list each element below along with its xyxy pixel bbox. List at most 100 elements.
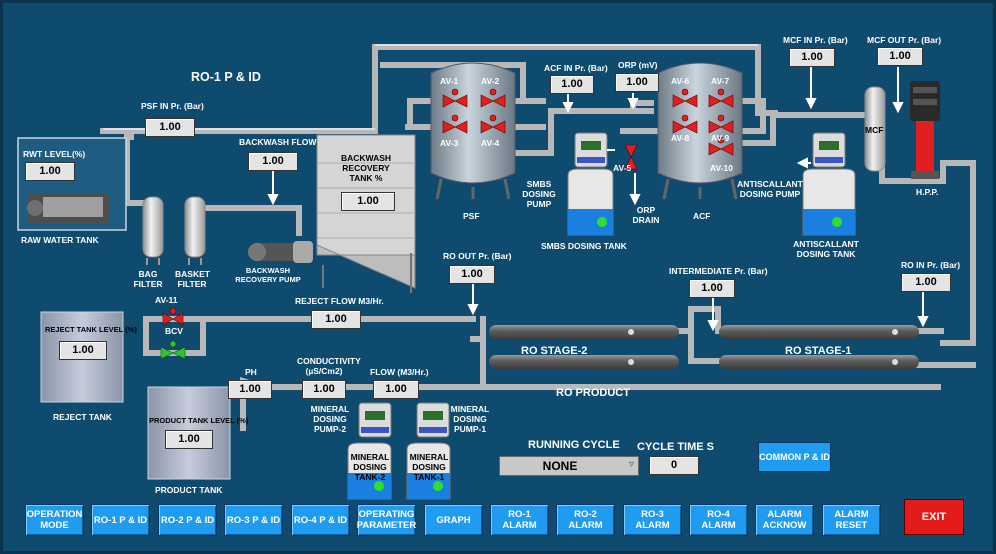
acf-label: ACF [693, 211, 711, 221]
ph-label: PH [245, 367, 257, 377]
page-title: RO-1 P & ID [191, 70, 261, 84]
cycle-time-label: CYCLE TIME S [637, 441, 715, 453]
smbs-dosing-pump-icon [574, 132, 608, 168]
running-cycle-dropdown[interactable]: NONE ▿ [499, 456, 639, 476]
ro-out-label: RO OUT Pr. (Bar) [443, 251, 512, 261]
chevron-down-icon: ▿ [628, 459, 634, 470]
exit-button[interactable]: EXIT [904, 499, 964, 535]
flow-label: FLOW (M3/Hr.) [370, 367, 429, 377]
nav-ro3-alarm-button[interactable]: RO-3 ALARM [623, 504, 682, 536]
intermediate-value: 1.00 [689, 279, 735, 298]
smbs-dosing-tank-icon [567, 168, 614, 236]
orp-drain-label: ORP DRAIN [632, 205, 660, 225]
hpp-icon [910, 81, 940, 179]
antiscalant-dosing-pump-icon [812, 132, 846, 168]
mcf-icon [864, 86, 886, 172]
backwash-recovery-tank-icon [316, 134, 416, 293]
mcf-out-label: MCF OUT Pr. (Bar) [867, 35, 942, 45]
ro-in-label: RO IN Pr. (Bar) [901, 260, 961, 270]
reject-flow-label: REJECT FLOW M3/Hr. [295, 296, 384, 306]
nav-ro1-alarm-button[interactable]: RO-1 ALARM [490, 504, 549, 536]
mineral-dosing-pump-1-icon [416, 402, 450, 438]
mcf-in-value: 1.00 [789, 48, 835, 67]
mcf-out-value: 1.00 [877, 47, 923, 66]
basket-filter-icon [184, 196, 206, 258]
bag-filter-label: BAG FILTER [133, 269, 163, 289]
product-tank-level-label: PRODUCT TANK LEVEL (%) [149, 416, 249, 425]
nav-operating-parameter-button[interactable]: OPERATING PARAMETER [357, 504, 416, 536]
nav-graph-button[interactable]: GRAPH [424, 504, 483, 536]
backwash-flow-label: BACKWASH FLOW [239, 137, 317, 147]
orp-label: ORP (mV) [618, 60, 658, 70]
backwash-tank-label: BACKWASH RECOVERY TANK % [340, 153, 392, 183]
valve-av11-label: AV-11 [155, 295, 178, 305]
nav-ro1-pid-button[interactable]: RO-1 P & ID [91, 504, 150, 536]
rwt-level-value: 1.00 [25, 162, 75, 181]
cycle-time-value: 0 [649, 456, 699, 475]
instrument-arrows [267, 67, 929, 332]
mineral-tank-2-label: MINERAL DOSING TANK-2 [350, 452, 390, 482]
mcf-label: MCF [865, 125, 884, 135]
mineral-pump-2-label: MINERAL DOSING PUMP-2 [310, 404, 350, 434]
acf-in-value: 1.00 [550, 75, 594, 94]
valve-av5-label: AV-5 [613, 163, 632, 173]
valve-av9-label: AV-9 [711, 133, 730, 143]
hpp-label: H.P.P. [916, 187, 939, 197]
mineral-tank-1-label: MINERAL DOSING TANK-1 [409, 452, 449, 482]
reject-flow-value: 1.00 [311, 310, 361, 329]
antiscalant-pump-label: ANTISCALLANT DOSING PUMP [737, 179, 803, 199]
nav-ro2-alarm-button[interactable]: RO-2 ALARM [556, 504, 615, 536]
running-cycle-label: RUNNING CYCLE [528, 439, 620, 451]
ro-out-value: 1.00 [449, 265, 495, 284]
valve-av10-label: AV-10 [710, 163, 733, 173]
ro-stage-2-label: RO STAGE-2 [521, 345, 588, 357]
valve-av4-label: AV-4 [481, 138, 500, 148]
nav-alarm-acknow-button[interactable]: ALARM ACKNOW [755, 504, 814, 536]
valve-av6-label: AV-6 [671, 76, 690, 86]
psf-in-value: 1.00 [145, 118, 195, 137]
nav-ro2-pid-button[interactable]: RO-2 P & ID [158, 504, 217, 536]
ro-product-label: RO PRODUCT [556, 387, 630, 399]
pipe-network [100, 44, 976, 431]
smbs-tank-label: SMBS DOSING TANK [541, 241, 627, 251]
mcf-in-label: MCF IN Pr. (Bar) [783, 35, 848, 45]
psf-in-label: PSF IN Pr. (Bar) [141, 101, 204, 111]
valve-av8-label: AV-8 [671, 133, 690, 143]
smbs-pump-label: SMBS DOSING PUMP [522, 179, 556, 209]
reject-tank-level-value: 1.00 [59, 341, 107, 360]
bag-filter-icon [142, 196, 164, 258]
mineral-dosing-tank-1-icon [406, 442, 451, 500]
backwash-flow-value: 1.00 [248, 152, 298, 171]
nav-ro4-pid-button[interactable]: RO-4 P & ID [291, 504, 350, 536]
raw-water-tank-label: RAW WATER TANK [21, 235, 99, 245]
ro-membrane-icons [489, 325, 919, 369]
conductivity-label: CONDUCTIVITY (µS/Cm2) [297, 356, 361, 376]
antiscalant-tank-label: ANTISCALLANT DOSING TANK [793, 239, 859, 259]
valve-av7-label: AV-7 [711, 76, 730, 86]
pid-diagram [17, 44, 976, 500]
bcv-label: BCV [165, 326, 183, 336]
common-pid-button[interactable]: COMMON P & ID [758, 442, 831, 472]
open-valve-icon [160, 340, 186, 360]
closed-valve-icons [162, 88, 734, 326]
acf-in-label: ACF IN Pr. (Bar) [544, 63, 608, 73]
valve-av3-label: AV-3 [440, 138, 459, 148]
psf-label: PSF [463, 211, 480, 221]
nav-ro4-alarm-button[interactable]: RO-4 ALARM [689, 504, 748, 536]
mineral-dosing-tank-2-icon [347, 442, 392, 500]
mineral-pump-1-label: MINERAL DOSING PUMP-1 [450, 404, 490, 434]
ro-stage-1-label: RO STAGE-1 [785, 345, 852, 357]
mineral-dosing-pump-2-icon [358, 402, 392, 438]
orp-value: 1.00 [615, 73, 659, 92]
ph-value: 1.00 [228, 380, 272, 399]
conductivity-value: 1.00 [302, 380, 346, 399]
nav-operation-mode-button[interactable]: OPERATION MODE [25, 504, 84, 536]
valve-av1-label: AV-1 [440, 76, 459, 86]
reject-tank-level-label: REJECT TANK LEVEL (%) [45, 325, 137, 334]
nav-alarm-reset-button[interactable]: ALARM RESET [822, 504, 881, 536]
flow-value: 1.00 [373, 380, 419, 399]
reject-tank-label: REJECT TANK [53, 412, 112, 422]
nav-ro3-pid-button[interactable]: RO-3 P & ID [224, 504, 283, 536]
running-cycle-selected: NONE [542, 459, 578, 473]
intermediate-label: INTERMEDIATE Pr. (Bar) [669, 266, 768, 276]
